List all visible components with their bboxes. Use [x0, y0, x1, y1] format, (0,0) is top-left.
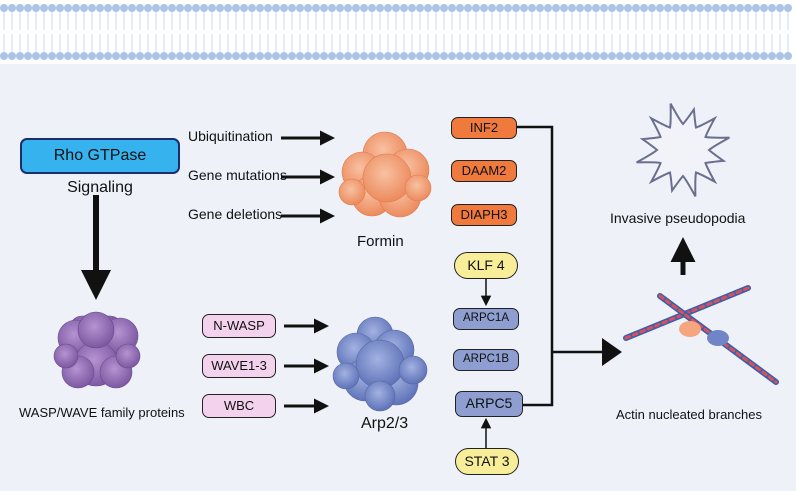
arp23-complex [332, 316, 428, 412]
gene-inf2: INF2 [451, 117, 517, 139]
label-ubiquitination: Ubiquitination [188, 128, 273, 144]
gene-diaph3: DIAPH3 [451, 204, 517, 226]
invasive-pseudopodia-label: Invasive pseudopodia [610, 210, 746, 226]
arp23-label: Arp2/3 [361, 415, 409, 432]
actin-branches [623, 285, 779, 385]
n-wasp-box: N-WASP [202, 314, 276, 338]
label-gene-deletions: Gene deletions [188, 206, 283, 222]
actin-branches-label: Actin nucleated branches [616, 407, 762, 422]
arpc1b-box: ARPC1B [453, 349, 519, 371]
wasp-wave-label: WASP/WAVE family proteins [19, 405, 185, 420]
formin-protein [338, 131, 432, 218]
pseudopodia-cell [636, 103, 730, 197]
formin-label: Formin [357, 233, 404, 250]
arpc5-box: ARPC5 [455, 391, 523, 417]
connector-inf2 [512, 125, 554, 352]
stat3-factor: STAT 3 [455, 448, 519, 475]
rho-gtpase-signaling-box: Rho GTPase Signaling [20, 138, 180, 196]
wasp-wave-protein [53, 311, 141, 389]
wave1-3-box: WAVE1-3 [202, 354, 276, 378]
cell-membrane [0, 0, 796, 64]
arrow-to-actin-head [602, 338, 622, 366]
label-gene-mutations: Gene mutations [188, 167, 287, 183]
connector-arpc5 [522, 352, 554, 407]
gene-daam2: DAAM2 [451, 160, 517, 182]
wbc-box: WBC [202, 394, 276, 418]
klf4-factor: KLF 4 [454, 252, 518, 279]
arpc1a-box: ARPC1A [453, 308, 519, 330]
